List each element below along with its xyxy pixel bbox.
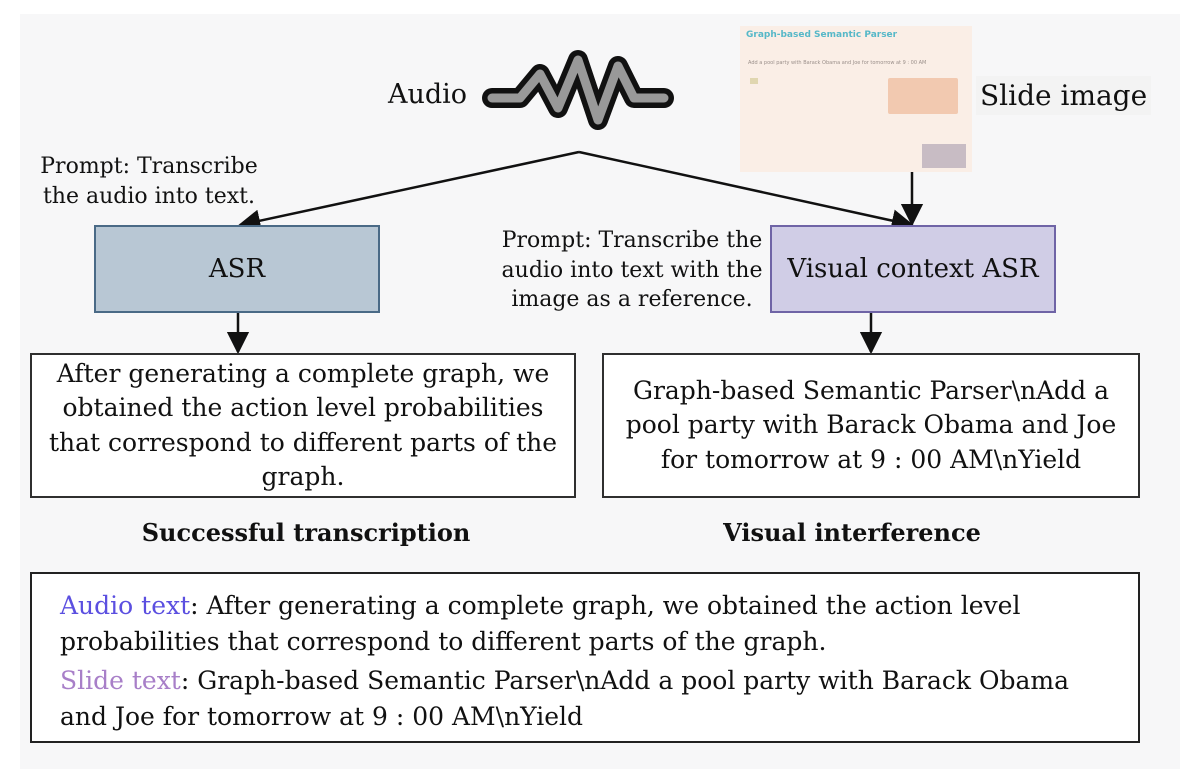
asr-module: ASR <box>94 225 380 313</box>
asr-prompt: Prompt: Transcribe the audio into text. <box>34 152 264 211</box>
visual-asr-output-text: Graph-based Semantic Parser\nAdd a pool … <box>625 375 1117 474</box>
asr-output-text: After generating a complete graph, we ob… <box>48 358 558 492</box>
visual-asr-prompt: Prompt: Transcribe the audio into text w… <box>494 226 770 315</box>
audio-text-value: : After generating a complete graph, we … <box>60 591 1021 656</box>
audio-text-row: Audio text: After generating a complete … <box>60 588 1110 659</box>
visual-asr-prompt-line: image as a reference. <box>511 287 753 313</box>
slide-text-key: Slide text <box>60 666 181 695</box>
visual-interference-caption: Visual interference <box>723 518 981 547</box>
asr-module-label: ASR <box>208 254 266 284</box>
slide-image-thumbnail: Graph-based Semantic Parser Add a pool p… <box>740 26 972 172</box>
asr-output-box: After generating a complete graph, we ob… <box>30 353 576 498</box>
asr-prompt-line: Prompt: Transcribe <box>40 154 258 179</box>
visual-context-asr-module: Visual context ASR <box>770 225 1056 313</box>
asr-prompt-line: the audio into text. <box>42 183 256 209</box>
visual-asr-prompt-line: audio into text with the <box>501 257 763 283</box>
slide-text-value: : Graph-based Semantic Parser\nAdd a poo… <box>60 666 1069 731</box>
audio-text-key: Audio text <box>60 591 191 620</box>
audio-label: Audio <box>388 79 468 110</box>
slide-thumbnail-line: Add a pool party with Barack Obama and J… <box>748 60 927 66</box>
slide-text-row: Slide text: Graph-based Semantic Parser\… <box>60 663 1110 734</box>
waveform-icon <box>482 50 674 130</box>
slide-thumbnail-photo <box>922 144 966 168</box>
successful-transcription-caption: Successful transcription <box>141 518 471 547</box>
slide-thumbnail-figure <box>888 78 958 114</box>
slide-thumbnail-icon <box>750 78 758 84</box>
visual-asr-prompt-line: Prompt: Transcribe the <box>501 228 763 253</box>
text-comparison-box: Audio text: After generating a complete … <box>30 572 1140 743</box>
visual-context-asr-module-label: Visual context ASR <box>787 254 1039 284</box>
slide-thumbnail-title: Graph-based Semantic Parser <box>746 30 898 40</box>
audio-to-visual-asr-arrow <box>578 150 915 232</box>
visual-asr-output-box: Graph-based Semantic Parser\nAdd a pool … <box>602 353 1140 498</box>
slide-image-label: Slide image <box>976 76 1152 115</box>
audio-to-asr-arrow <box>237 150 580 232</box>
